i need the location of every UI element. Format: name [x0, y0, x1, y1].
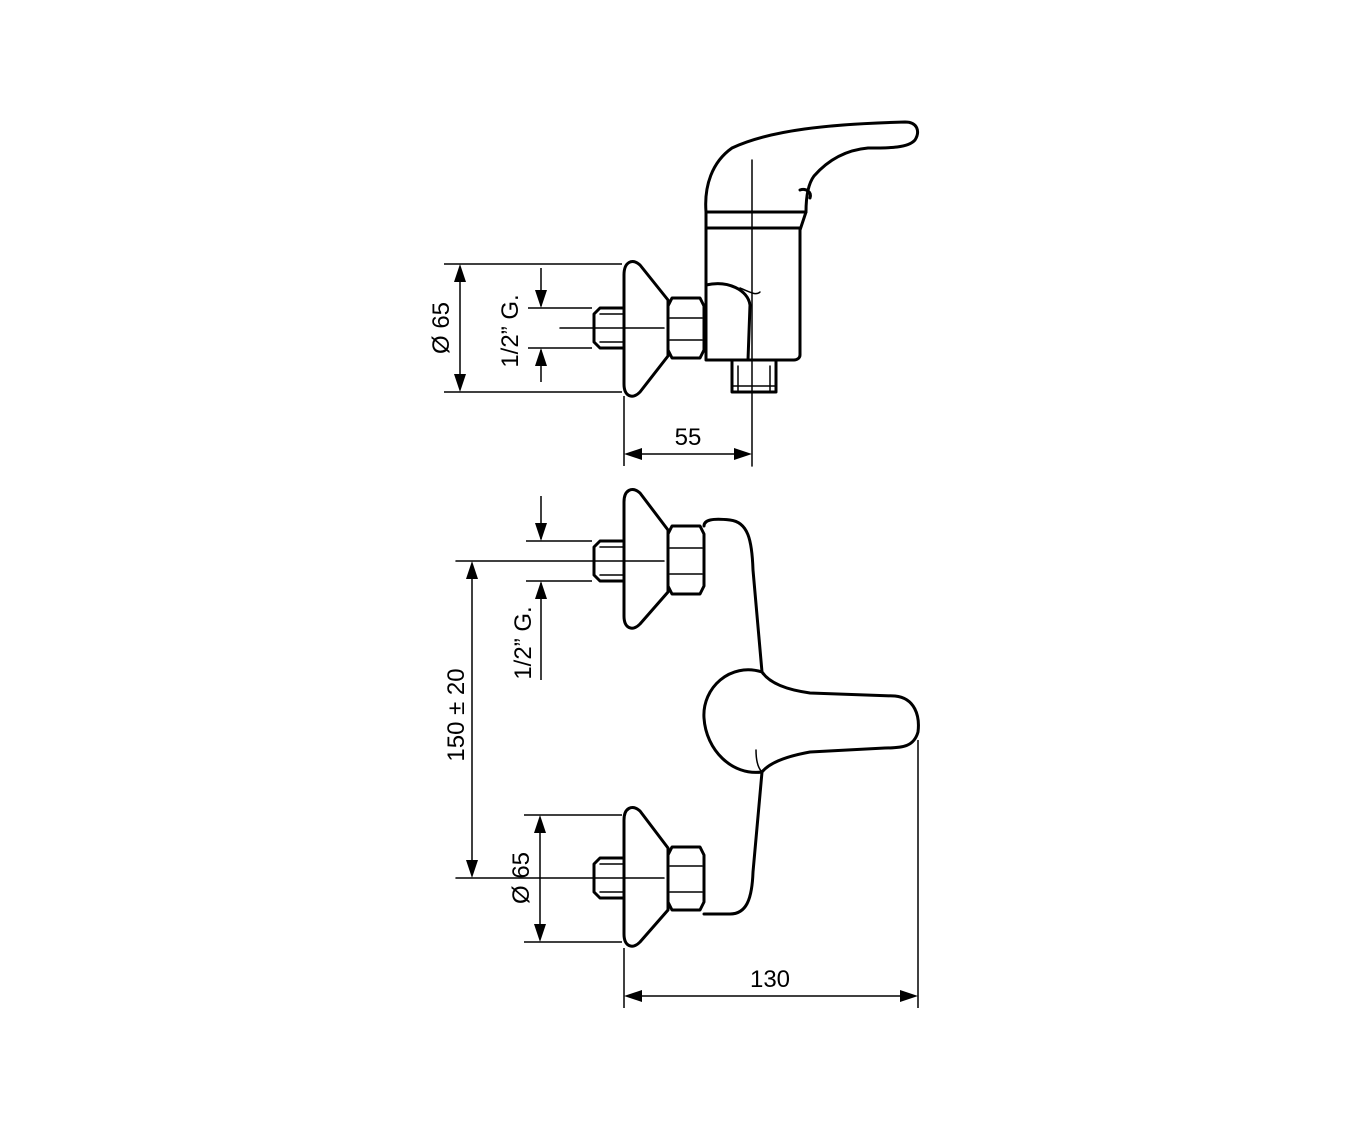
body-curve — [704, 282, 752, 362]
dim-depth-label: 55 — [675, 424, 702, 451]
arrow-head — [624, 448, 642, 460]
arrow-head — [624, 990, 642, 1002]
arrow-head — [454, 264, 466, 282]
escutcheon-upper — [622, 488, 670, 630]
arrow-head — [454, 374, 466, 392]
dim-thread-label: 1/2” G. — [510, 606, 537, 679]
dim-diameter-label: Ø 65 — [508, 852, 535, 904]
arrow-head — [535, 348, 547, 366]
hex-nut-lower — [666, 845, 706, 912]
hex-nut-upper — [666, 524, 706, 596]
dim-diameter-label: Ø 65 — [428, 302, 455, 354]
lever-hub — [702, 668, 764, 774]
escutcheon-lower — [622, 806, 670, 948]
arrow-head — [535, 523, 547, 541]
dim-thread-label: 1/2” G. — [497, 294, 524, 367]
escutcheon — [622, 260, 670, 398]
arrow-head — [466, 561, 478, 579]
arrow-head — [535, 581, 547, 599]
arrow-head — [900, 990, 918, 1002]
arrow-head — [535, 290, 547, 308]
dim-spacing-label: 150 ± 20 — [443, 668, 470, 761]
valve-body — [704, 210, 808, 362]
arrow-head — [734, 448, 752, 460]
lever-handle — [704, 120, 919, 214]
front-view: 150 ± 20 1/2” G. Ø 65 130 — [443, 488, 920, 1008]
side-view: Ø 65 1/2” G. 55 — [428, 120, 919, 467]
outlet-nut — [730, 358, 778, 394]
lever-outline-lower — [755, 749, 763, 773]
arrow-head — [534, 924, 546, 942]
arrow-head — [534, 815, 546, 833]
lever-pivot — [798, 188, 812, 200]
valve-body-front — [702, 517, 920, 916]
dim-width-label: 130 — [750, 966, 790, 993]
hex-nut — [666, 296, 706, 360]
arrow-head — [466, 860, 478, 878]
